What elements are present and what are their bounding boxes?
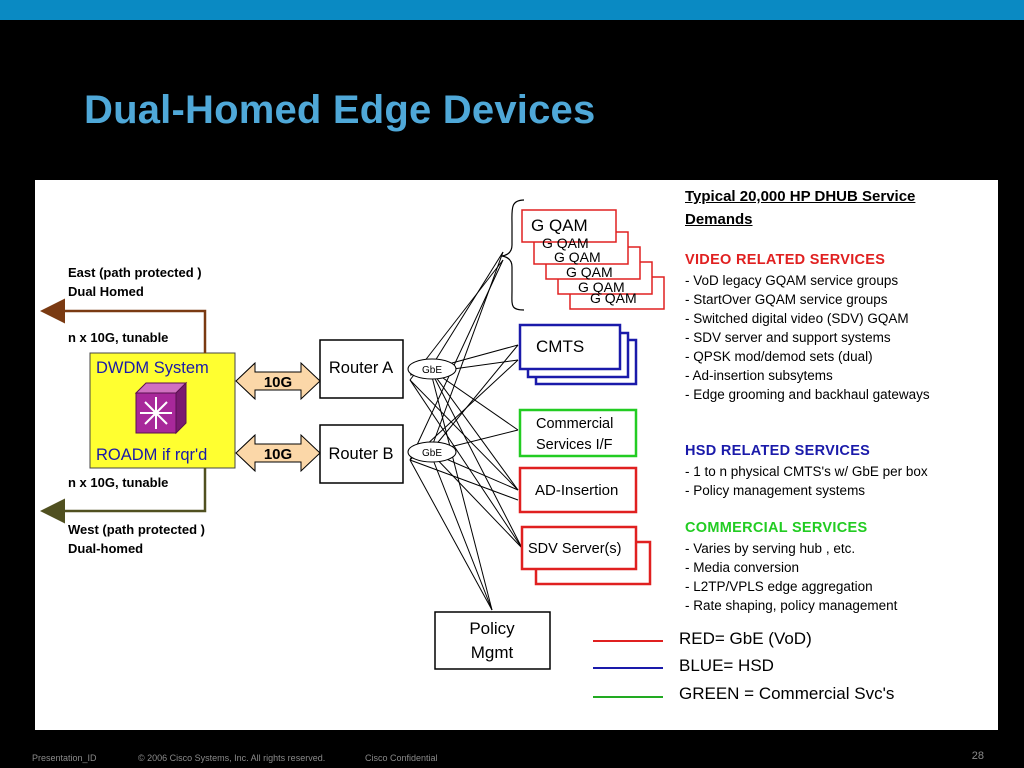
footer-presentation-id: Presentation_ID — [32, 753, 97, 763]
commercial-services-title: COMMERCIAL SERVICES — [685, 520, 868, 536]
link-10g-bottom-label: 10G — [264, 446, 292, 463]
gqam-stack — [521, 209, 665, 310]
video-services-title: VIDEO RELATED SERVICES — [685, 252, 886, 268]
legend-red: RED= GbE (VoD) — [679, 629, 812, 648]
east-label-2: Dual Homed — [68, 284, 144, 299]
east-label-1: East (path protected ) — [68, 265, 202, 280]
video-item-3: - Switched digital video (SDV) GQAM — [685, 311, 909, 326]
commercial-item-2: - Media conversion — [685, 560, 800, 575]
gqam-stack-label-1: G QAM — [542, 235, 589, 251]
services-heading-2: Demands — [685, 211, 753, 228]
services-heading-1: Typical 20,000 HP DHUB Service — [685, 188, 916, 205]
gqam-brace — [501, 199, 525, 311]
router-a-box — [319, 339, 404, 399]
router-b-label: Router B — [328, 445, 393, 463]
hsd-services-title: HSD RELATED SERVICES — [685, 443, 871, 459]
slide-title: Dual-Homed Edge Devices — [84, 88, 596, 132]
hsd-item-2: - Policy management systems — [685, 483, 866, 498]
n10g-bottom-label: n x 10G, tunable — [68, 475, 168, 490]
ad-insertion-box — [518, 466, 638, 514]
legend-green: GREEN = Commercial Svc's — [679, 684, 895, 703]
commercial-label-1: Commercial — [536, 416, 613, 432]
top-accent-bar — [0, 0, 1024, 20]
dwdm-label: DWDM System — [96, 359, 209, 377]
sdv-label: SDV Server(s) — [528, 541, 621, 557]
link-10g-top-arrow — [235, 361, 321, 401]
router-b-box — [319, 424, 404, 484]
video-item-4: - SDV server and support systems — [685, 330, 891, 345]
footer-confidential: Cisco Confidential — [365, 753, 438, 763]
video-item-5: - QPSK mod/demod sets (dual) — [685, 349, 873, 364]
gbe-b-label: GbE — [422, 448, 442, 459]
gqam-stack-label-5: G QAM — [590, 290, 637, 306]
ad-insertion-label: AD-Insertion — [535, 482, 618, 499]
commercial-item-3: - L2TP/VPLS edge aggregation — [685, 579, 873, 594]
policy-label-1: Policy — [469, 619, 515, 638]
gbe-node-b — [407, 441, 457, 463]
commercial-item-4: - Rate shaping, policy management — [685, 598, 898, 613]
video-item-2: - StartOver GQAM service groups — [685, 292, 888, 307]
policy-mgmt-box — [434, 611, 551, 670]
roadm-label: ROADM if rqr'd — [96, 446, 207, 464]
n10g-top-label: n x 10G, tunable — [68, 330, 168, 345]
cmts-stack — [518, 323, 638, 386]
hsd-item-1: - 1 to n physical CMTS's w/ GbE per box — [685, 464, 928, 479]
video-item-6: - Ad-insertion subsytems — [685, 368, 833, 383]
link-10g-bottom-arrow — [235, 433, 321, 473]
commercial-services-box — [518, 408, 638, 458]
sdv-stack — [520, 525, 652, 586]
gbe-a-label: GbE — [422, 365, 442, 376]
roadm-cube-icon — [134, 381, 188, 435]
west-label-2: Dual-homed — [68, 541, 143, 556]
footer-copyright: © 2006 Cisco Systems, Inc. All rights re… — [138, 753, 326, 763]
video-item-1: - VoD legacy GQAM service groups — [685, 273, 899, 288]
gqam-label: G QAM — [531, 216, 588, 235]
router-a-label: Router A — [329, 359, 393, 377]
video-item-7: - Edge grooming and backhaul gateways — [685, 387, 930, 402]
commercial-label-2: Services I/F — [536, 437, 613, 453]
gqam-stack-label-3: G QAM — [566, 264, 613, 280]
west-path-arrow — [40, 468, 207, 524]
gqam-stack-label-4: G QAM — [578, 279, 625, 295]
gbe-node-a — [407, 358, 457, 380]
legend-blue: BLUE= HSD — [679, 656, 774, 675]
cmts-label: CMTS — [536, 337, 584, 356]
east-path-arrow — [40, 298, 207, 353]
gqam-stack-label-2: G QAM — [554, 249, 601, 265]
west-label-1: West (path protected ) — [68, 522, 205, 537]
connection-lines — [409, 251, 523, 611]
policy-label-2: Mgmt — [471, 643, 514, 662]
page-number: 28 — [971, 750, 984, 762]
commercial-item-1: - Varies by serving hub , etc. — [685, 541, 856, 556]
link-10g-top-label: 10G — [264, 374, 292, 391]
